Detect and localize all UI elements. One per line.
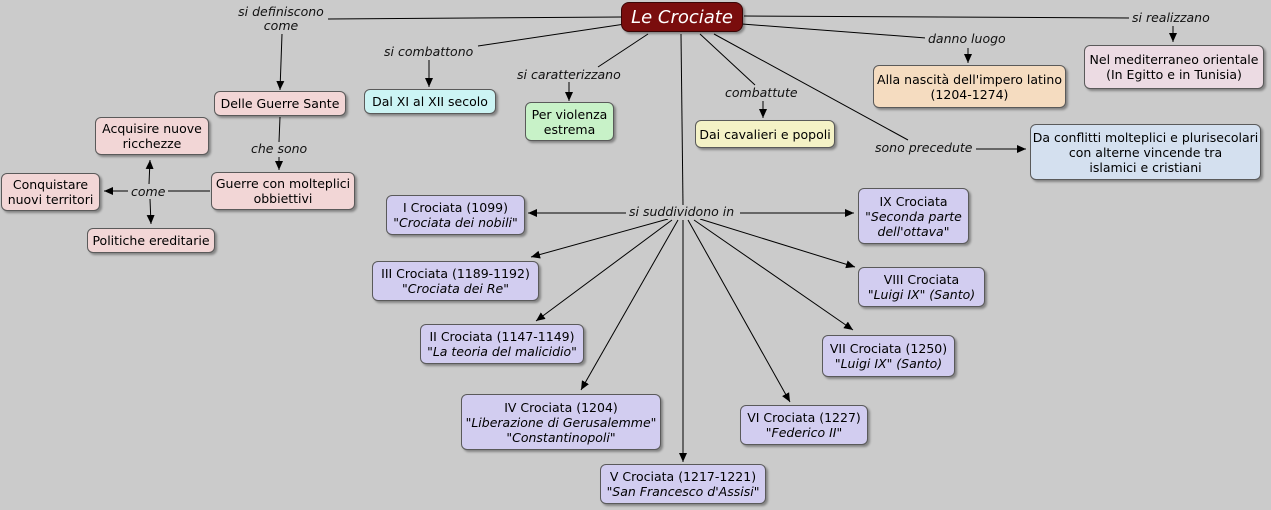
node-crociata-1[interactable]: I Crociata (1099)"Crociata dei nobili"	[386, 195, 525, 235]
label-combattute: combattute	[722, 86, 801, 100]
label-sono-precedute: sono precedute	[872, 141, 976, 155]
node-xi-xii-secolo[interactable]: Dal XI al XII secolo	[364, 89, 496, 114]
label-si-suddividono-in: si suddividono in	[626, 205, 738, 219]
root-node-le-crociate[interactable]: Le Crociate	[621, 2, 743, 32]
node-impero-latino[interactable]: Alla nascità dell'impero latino(1204-127…	[873, 65, 1066, 108]
node-crociata-3[interactable]: III Crociata (1189-1192)"Crociata dei Re…	[372, 261, 539, 301]
node-mediterraneo-orientale[interactable]: Nel mediterraneo orientale(In Egitto e i…	[1084, 45, 1264, 89]
root-title: Le Crociate	[631, 6, 733, 28]
label-come: come	[128, 185, 169, 199]
node-crociata-6[interactable]: VI Crociata (1227)"Federico II"	[740, 405, 868, 445]
label-si-caratterizzano: si caratterizzano	[514, 68, 624, 82]
node-crociata-5[interactable]: V Crociata (1217-1221)"San Francesco d'A…	[600, 464, 766, 504]
label-che-sono: che sono	[248, 142, 311, 156]
node-crociata-8[interactable]: VIII Crociata"Luigi IX" (Santo)	[858, 267, 985, 307]
label-si-definiscono-come: si definiscono come	[238, 4, 324, 33]
label-danno-luogo: danno luogo	[925, 32, 1009, 46]
node-crociata-2[interactable]: II Crociata (1147-1149)"La teoria del ma…	[420, 324, 584, 364]
node-cavalieri-popoli[interactable]: Dai cavalieri e popoli	[695, 120, 835, 148]
node-crociata-7[interactable]: VII Crociata (1250)"Luigi IX" (Santo)	[822, 335, 955, 377]
label-si-realizzano: si realizzano	[1129, 11, 1213, 25]
label-si-combattono: si combattono	[381, 45, 477, 59]
node-politiche-ereditarie[interactable]: Politiche ereditarie	[87, 228, 215, 253]
node-guerre-sante[interactable]: Delle Guerre Sante	[214, 91, 346, 116]
node-crociata-4[interactable]: IV Crociata (1204)"Liberazione di Gerusa…	[461, 394, 661, 450]
